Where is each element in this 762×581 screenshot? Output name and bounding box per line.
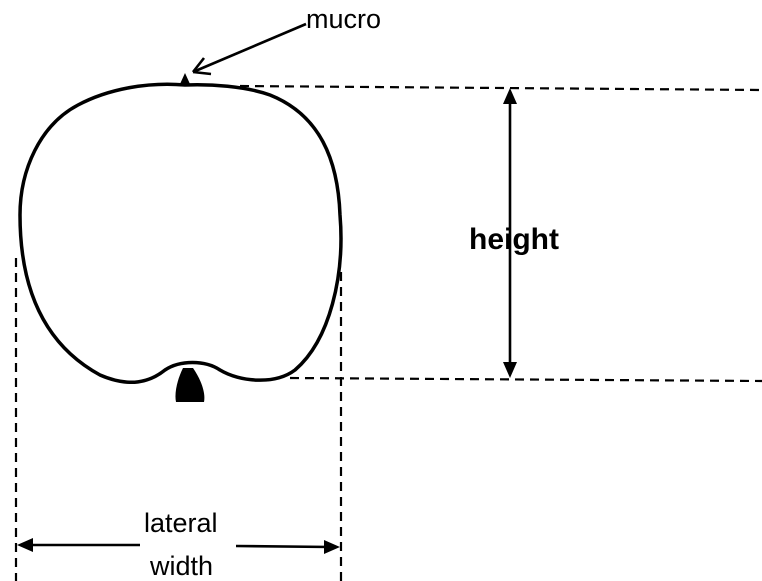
top-guide-dashed-line	[239, 84, 762, 92]
mucro-tip	[180, 73, 190, 84]
width-arrowhead-right	[324, 540, 340, 554]
bottom-guide-dashed-line	[289, 376, 762, 383]
height-arrowhead-top	[503, 88, 517, 104]
lateral-width-label-line1: lateral	[144, 508, 218, 538]
height-label: height	[469, 223, 559, 256]
height-arrowhead-bottom	[503, 362, 517, 378]
mucro-pointer-line	[192, 22, 307, 74]
width-dimension-line-right	[235, 544, 332, 549]
width-arrowhead-left	[17, 538, 33, 552]
mucro-pointer-arrowhead	[191, 57, 212, 76]
fruit-stalk	[175, 368, 205, 402]
lateral-width-label-line2: width	[149, 551, 213, 581]
fruit-outline	[18, 82, 343, 384]
mucro-label: mucro	[306, 4, 381, 34]
